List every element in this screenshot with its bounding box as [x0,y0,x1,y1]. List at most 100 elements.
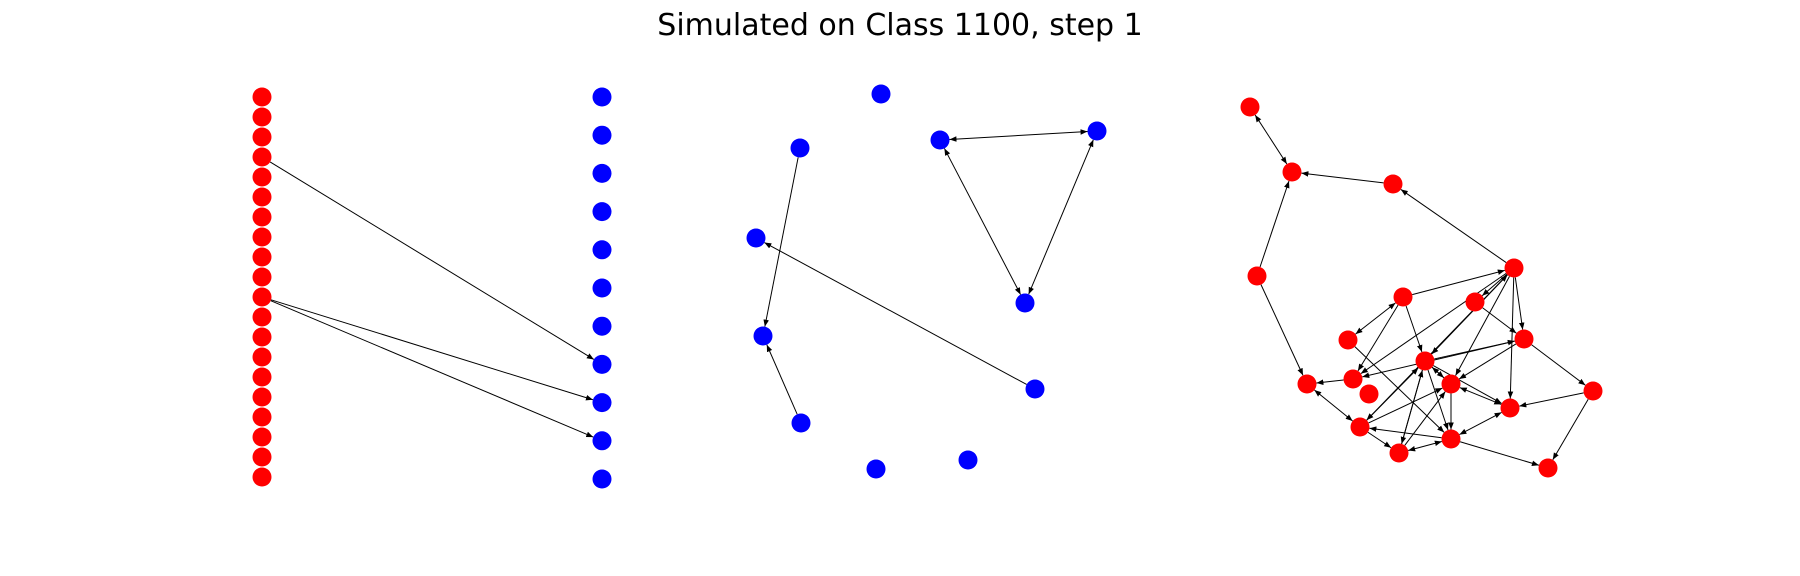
graph-node [930,130,950,150]
graph-edge [1260,284,1304,376]
graph-node [592,278,612,298]
graph-node [1297,374,1317,394]
graph-edge [1519,392,1584,408]
graph-edge [943,148,1022,295]
graph-node [1389,443,1409,463]
graph-node [592,87,612,107]
graph-edge [1254,114,1288,165]
graph-node [1240,97,1260,117]
graph-edge [1431,366,1445,379]
graph-edge [1507,277,1515,399]
graph-node [592,240,612,260]
graph-edge [1458,343,1517,380]
graph-edge [1367,431,1392,449]
graph-node [592,431,612,451]
nodes [252,84,1603,489]
graph-node [592,163,612,183]
graph-node [1350,417,1370,437]
graph-edge [1028,139,1094,295]
graph-node [252,387,272,407]
graph-node [592,316,612,336]
graph-node [790,138,810,158]
graph-node [252,347,272,367]
graph-edge [1459,411,1502,436]
graph-edge [1360,272,1507,375]
graph-node [753,326,773,346]
graph-edge [1369,426,1442,439]
graph-node [1393,287,1413,307]
graph-node [592,469,612,489]
graph-node [252,187,272,207]
graph-edge [1552,398,1589,461]
graph-node [252,147,272,167]
graph-edge [949,129,1088,142]
graph-edge [1481,273,1508,297]
graph-node [252,367,272,387]
graph-edge [1531,344,1586,386]
graph-node [252,127,272,147]
graph-node [1247,266,1267,286]
graph-node [1282,162,1302,182]
graph-edge [1427,369,1449,431]
graph-node [1441,374,1461,394]
graph-edge [1408,440,1442,452]
graph-node [252,467,272,487]
graph-edge [1404,391,1446,446]
graph-node [252,427,272,447]
graph-edge [1405,305,1423,353]
graph-node [866,459,886,479]
graph-node [252,407,272,427]
edges [269,114,1589,466]
graph-node [1025,379,1045,399]
graph-edge [1482,307,1517,334]
graph-node [252,207,272,227]
graph-node [592,202,612,222]
graph-node [252,307,272,327]
graph-edge [1357,304,1399,372]
graph-node [1359,384,1379,404]
graph-node [1015,293,1035,313]
graph-node [1504,258,1524,278]
graph-node [252,227,272,247]
graph-node [252,87,272,107]
graph-node [871,84,891,104]
graph-node [592,125,612,145]
figure-title: Simulated on Class 1100, step 1 [657,8,1143,43]
graph-edge [270,299,594,401]
graph-edge [1401,370,1424,444]
graph-node [252,287,272,307]
graph-node [1465,292,1485,312]
graph-node [958,450,978,470]
graph-node [746,228,766,248]
graph-node [592,393,612,413]
graph-edge [270,300,594,438]
graph-edge [1455,276,1510,376]
graph-edge [766,344,798,415]
graph-node [252,327,272,347]
graph-node [1538,458,1558,478]
graph-edge [764,242,1027,385]
graph-edge [1362,340,1515,378]
graph-node [252,267,272,287]
graph-edge [763,157,799,327]
graph-node [1415,351,1435,371]
graph-node [1514,329,1534,349]
graph-node [791,413,811,433]
graph-node [1343,369,1363,389]
graph-node [252,447,272,467]
graph-node [252,247,272,267]
graph-edge [1354,346,1445,433]
graph-edge [1366,367,1419,421]
graph-node [252,107,272,127]
graph-node [1441,429,1461,449]
graph-edge [1301,171,1384,184]
graph-edge [1459,387,1502,405]
graph-edge [1514,277,1525,330]
graph-edge [1355,302,1396,335]
graph-edge [1459,441,1540,466]
graph-edge [1259,180,1290,268]
graph-node [1383,174,1403,194]
graph-node [1087,121,1107,141]
graph-edge [1400,189,1507,263]
